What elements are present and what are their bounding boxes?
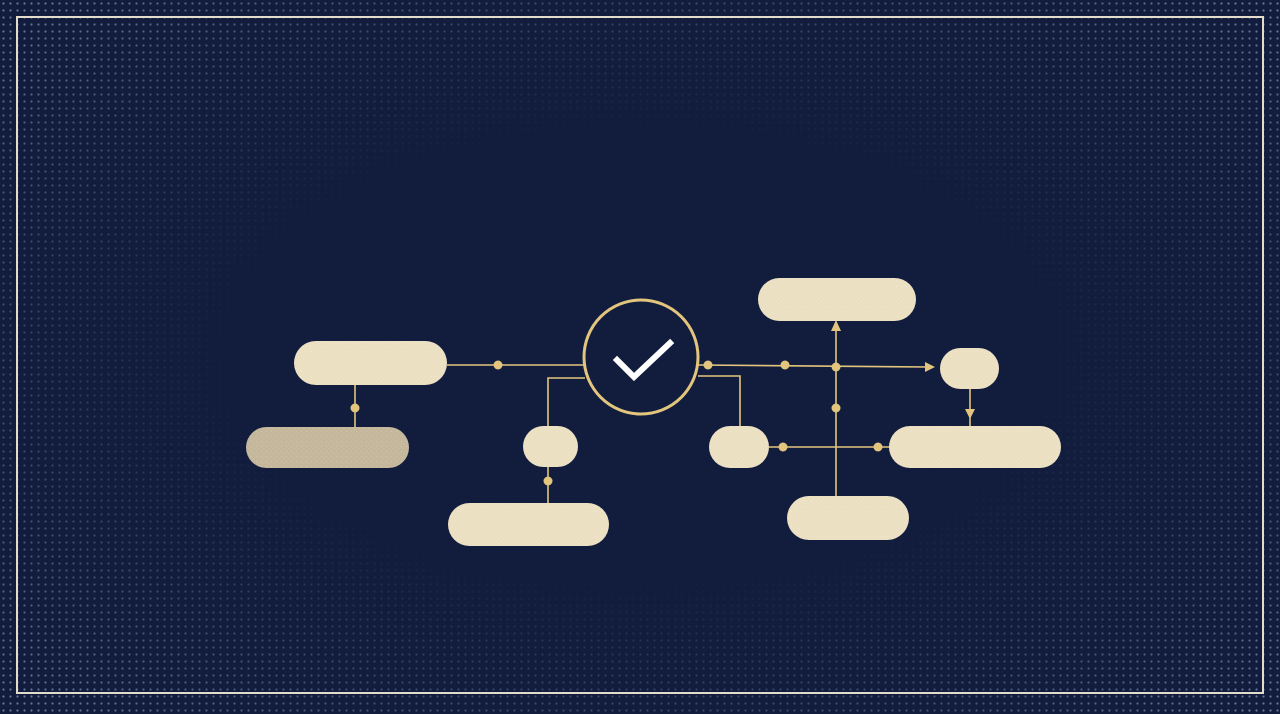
- checkmark-circle-icon: [582, 298, 700, 416]
- flow-node: [448, 503, 609, 546]
- connector-joints: [350, 360, 883, 486]
- arrowhead-icon: [925, 362, 935, 372]
- connector-joint: [831, 403, 841, 413]
- flow-node: [940, 348, 999, 389]
- flow-node: [889, 426, 1061, 468]
- connector-lines: [354, 327, 971, 503]
- arrowhead-icon: [831, 320, 841, 331]
- connector-joint: [703, 360, 713, 370]
- connector-joint: [493, 360, 503, 370]
- connector-joint: [778, 442, 788, 452]
- flow-node: [787, 496, 909, 540]
- flow-node: [523, 426, 578, 467]
- flow-node: [758, 278, 916, 321]
- outer-frame: [16, 16, 1264, 694]
- connector-joint: [831, 362, 841, 372]
- flow-node: [709, 426, 769, 468]
- connector-joint: [780, 360, 790, 370]
- connector-joint: [350, 403, 360, 413]
- connector-line: [697, 364, 931, 368]
- connector-joint: [873, 442, 883, 452]
- flow-node: [246, 427, 409, 468]
- connector-line: [547, 377, 585, 427]
- connector-joint: [543, 476, 553, 486]
- flow-node: [294, 341, 447, 385]
- arrowheads: [831, 320, 975, 419]
- arrowhead-icon: [965, 409, 975, 419]
- flow-nodes: [246, 278, 1061, 546]
- connector-line: [698, 375, 741, 427]
